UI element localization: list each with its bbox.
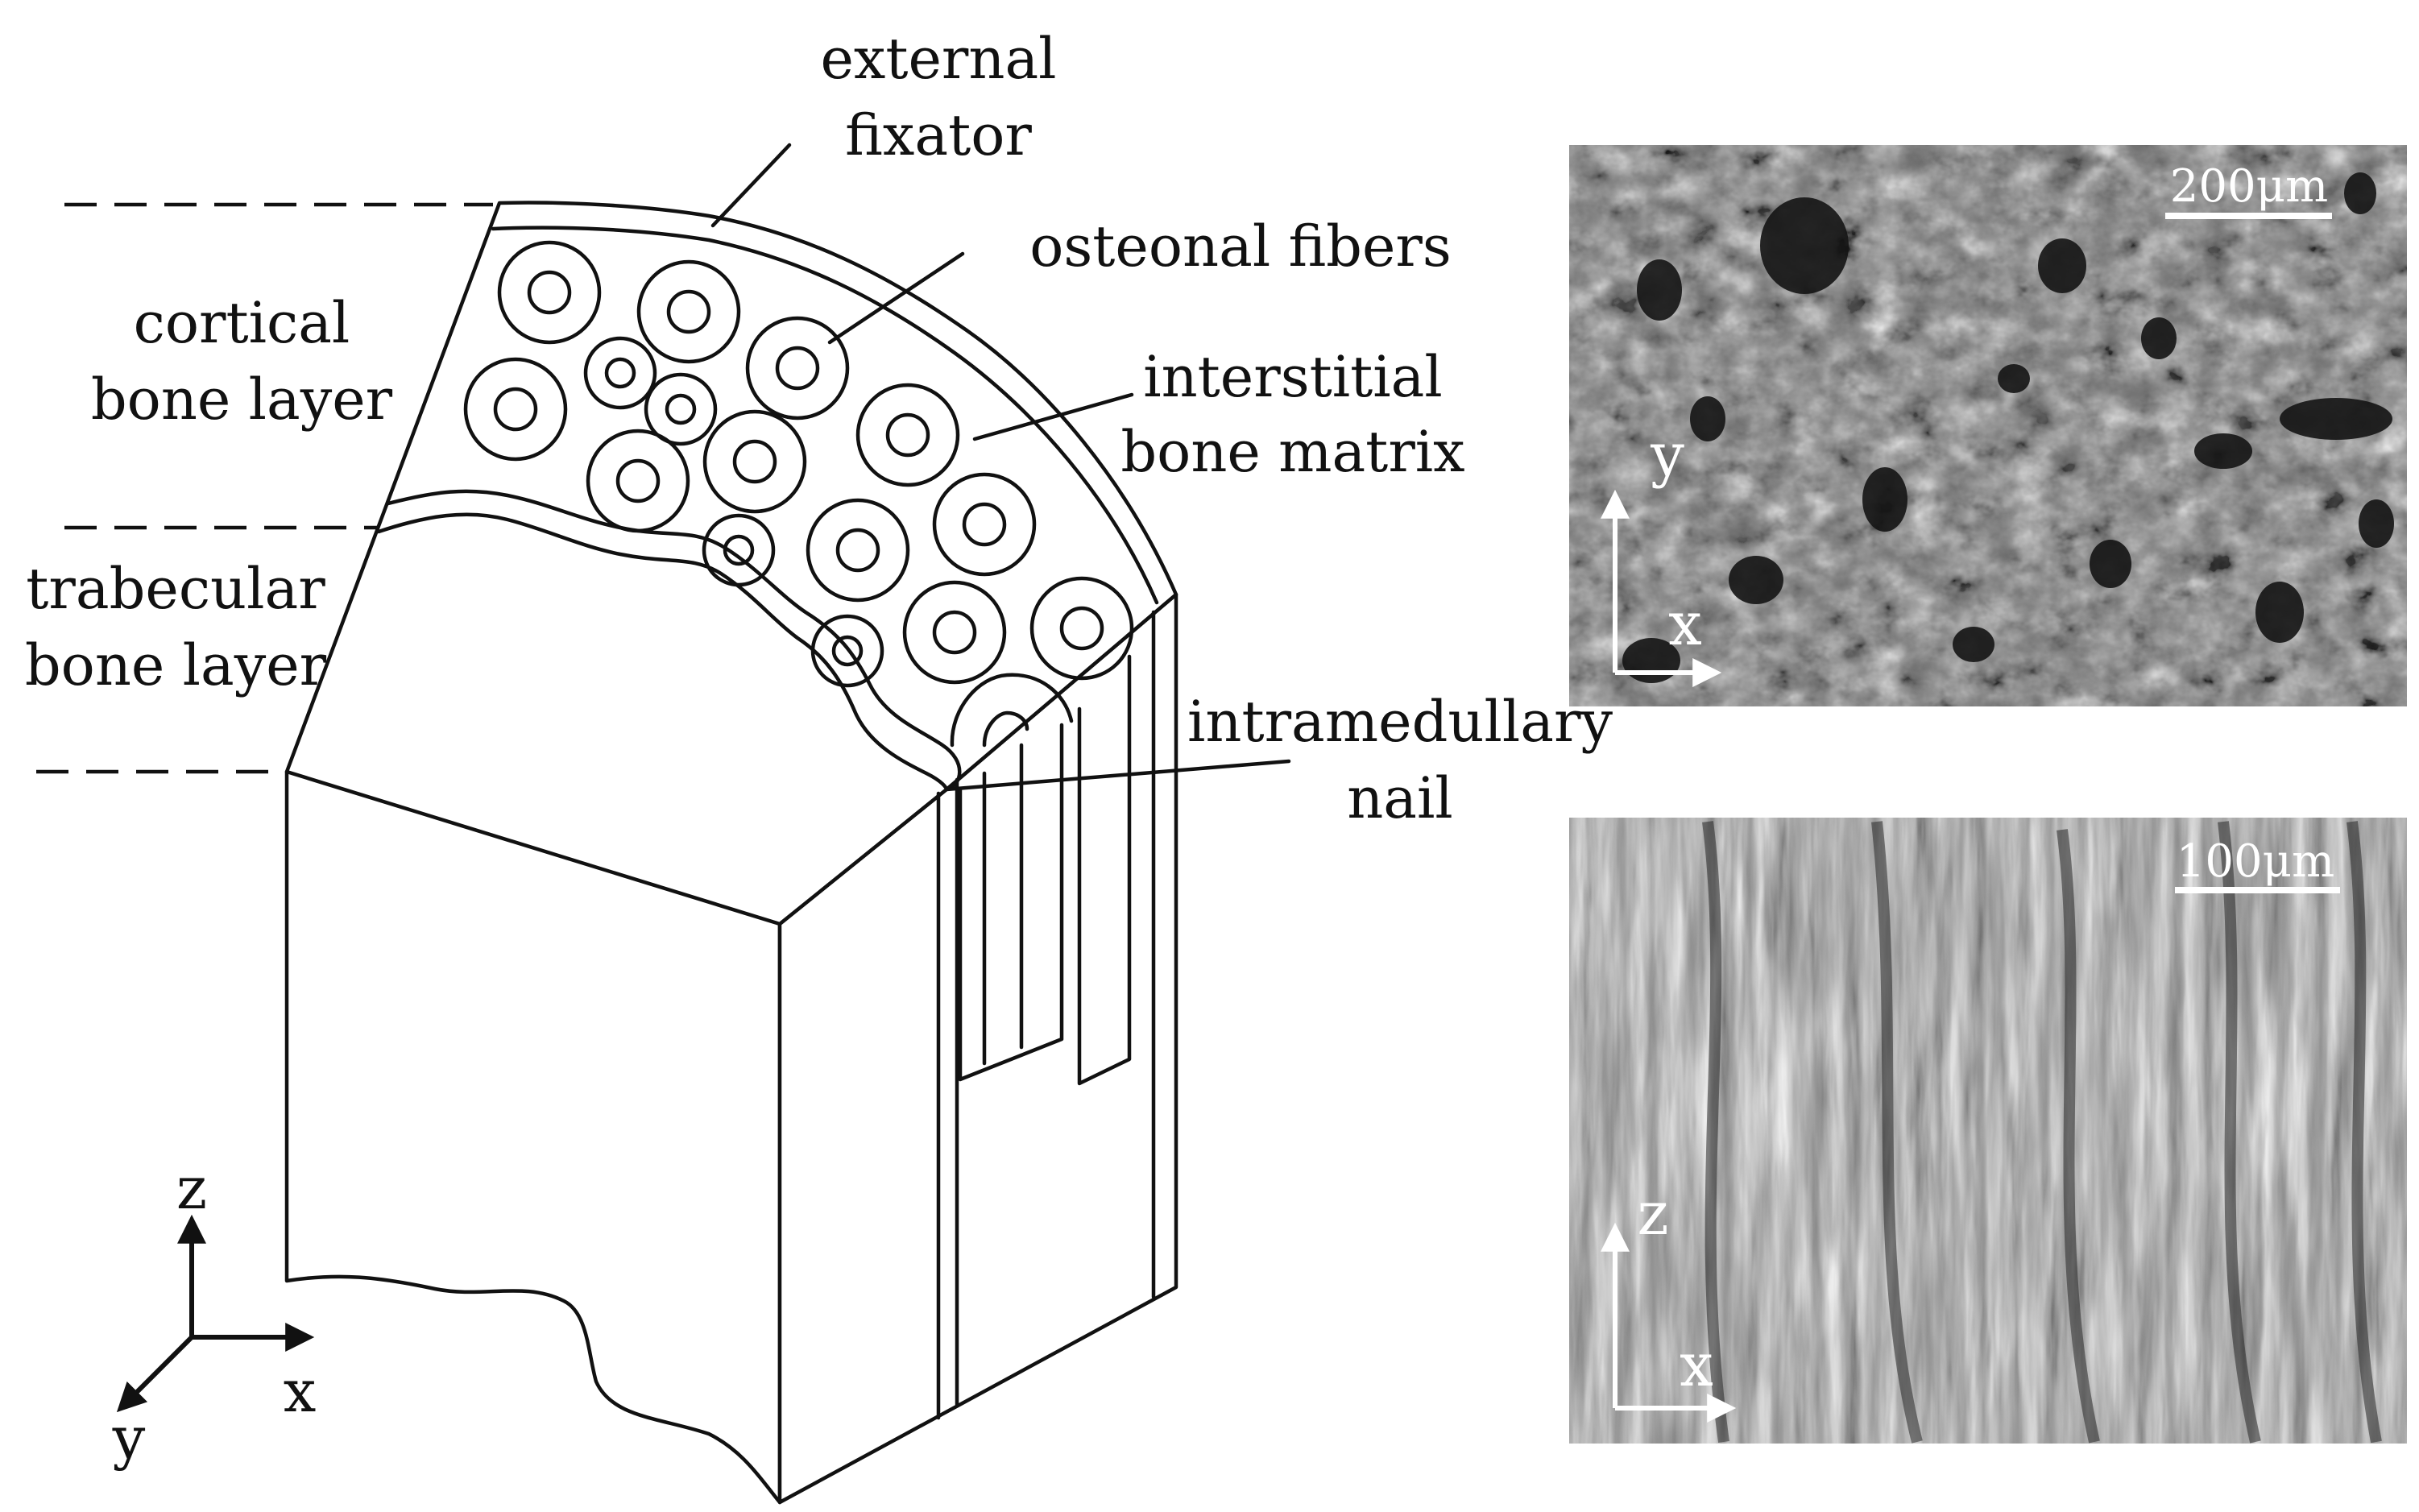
- label-external-fixator-2: fixator: [845, 102, 1032, 168]
- osteon-holes: [1622, 172, 2394, 683]
- osteon: [806, 498, 910, 603]
- osteon: [463, 357, 568, 462]
- y-axis-label: y: [112, 1404, 146, 1472]
- label-interstitial-1: interstitial: [1143, 344, 1443, 410]
- micro-bottom-z-label: z: [1638, 1179, 1669, 1249]
- bone-block: [36, 143, 1291, 1505]
- cortical-boundary-inner: [376, 512, 949, 792]
- osteon: [583, 336, 657, 410]
- label-trabecular-2: bone layer: [25, 632, 327, 698]
- osteon: [855, 383, 960, 487]
- osteon: [497, 240, 602, 345]
- osteon-group: [463, 240, 1134, 748]
- cortical-boundary-outer: [386, 489, 962, 792]
- osteon: [932, 472, 1037, 577]
- osteon: [745, 316, 850, 420]
- label-cortical-1: cortical: [134, 290, 350, 356]
- coordinate-axes: z x y: [112, 1154, 317, 1472]
- leader-intramedullary-nail: [944, 759, 1291, 792]
- label-external-fixator-1: external: [820, 26, 1056, 92]
- osteon: [902, 580, 1007, 685]
- osteon: [586, 429, 690, 533]
- diagram-labels: external fixator osteonal fibers cortica…: [25, 26, 1613, 831]
- external-fixator-layer: [491, 226, 1159, 605]
- micrograph-bottom: 100μm z x: [1569, 818, 2407, 1444]
- osteon: [702, 409, 807, 514]
- leader-osteonal-fibers: [827, 251, 965, 345]
- micro-bottom-x-label: x: [1680, 1331, 1713, 1400]
- osteon: [702, 513, 776, 587]
- osteon: [810, 614, 884, 688]
- micrograph-top: 200μm y x: [1569, 145, 2407, 706]
- fiber-streaks: [1702, 821, 2382, 1444]
- osteon-partial: [950, 673, 1074, 748]
- micro-top-x-label: x: [1668, 590, 1702, 659]
- y-axis-arrow: [116, 1335, 194, 1413]
- label-osteonal-fibers: osteonal fibers: [1029, 213, 1452, 280]
- scale-bar-200-label: 200μm: [2170, 160, 2328, 213]
- micro-top-y-label: y: [1650, 420, 1684, 490]
- osteon: [636, 259, 741, 364]
- nail-slot-3: [958, 723, 1064, 1082]
- osteon: [644, 372, 718, 446]
- leader-external-fixator: [710, 143, 792, 228]
- z-axis-label: z: [176, 1154, 207, 1222]
- label-trabecular-1: trabecular: [26, 556, 325, 622]
- x-axis-label: x: [284, 1357, 317, 1425]
- nail-slot-6: [1077, 654, 1132, 1086]
- label-intramedullary-1: intramedullary: [1187, 689, 1613, 755]
- label-intramedullary-2: nail: [1347, 765, 1453, 831]
- label-interstitial-2: bone matrix: [1120, 419, 1464, 485]
- label-cortical-2: bone layer: [91, 367, 393, 433]
- osteon: [1029, 576, 1134, 681]
- scale-bar-100-label: 100μm: [2177, 835, 2334, 888]
- leader-interstitial: [972, 392, 1134, 441]
